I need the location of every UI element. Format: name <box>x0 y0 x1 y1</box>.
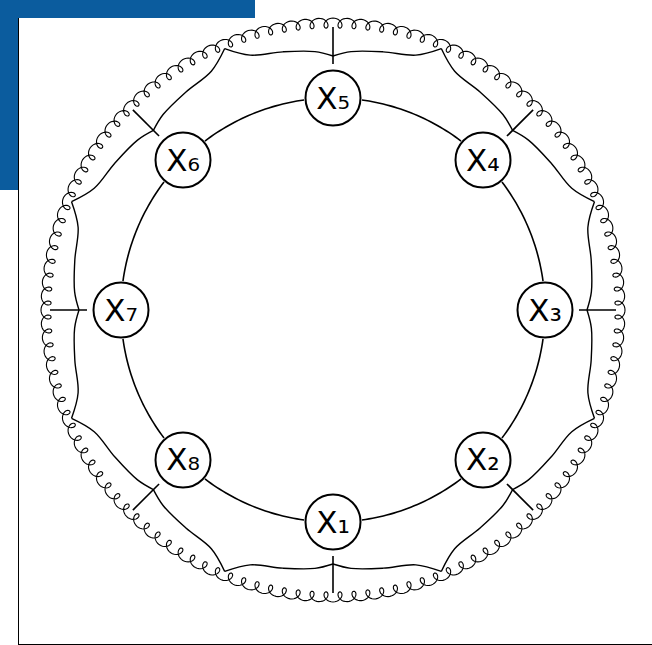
ring-arc <box>502 182 543 281</box>
circle-shape <box>156 133 211 188</box>
branch-line <box>441 490 512 572</box>
branch-line <box>333 564 441 571</box>
circle-shape <box>156 432 211 487</box>
circle-shape <box>455 432 510 487</box>
frame-line <box>18 644 652 645</box>
branch-line <box>587 202 594 310</box>
frame-line <box>18 18 19 645</box>
branch-line <box>72 418 154 489</box>
spoke-line <box>507 110 533 136</box>
branch-line <box>513 418 595 489</box>
variable-label: X₃ <box>528 295 562 326</box>
variable-label: X₁ <box>316 507 350 538</box>
branch-line <box>153 49 224 131</box>
variable-label: X₆ <box>166 145 200 176</box>
picture-ground <box>18 18 652 645</box>
ring-arc <box>502 339 543 438</box>
branch-line <box>72 130 154 201</box>
spoke-line <box>579 309 616 311</box>
variable-circle: X₅ <box>304 69 362 127</box>
variable-circle: X₃ <box>516 281 574 339</box>
coil-ring <box>41 18 625 602</box>
spoke-line <box>50 309 87 311</box>
branch-line <box>72 202 79 310</box>
branch-line <box>513 130 595 201</box>
variable-circle: X₂ <box>454 431 512 489</box>
branch-line <box>225 564 333 571</box>
circle-shape <box>306 71 361 126</box>
spoke-line <box>507 484 533 510</box>
variable-label: X₄ <box>466 145 500 176</box>
circle-shape <box>455 133 510 188</box>
circle-shape <box>306 495 361 550</box>
branch-line <box>587 310 594 418</box>
circle-shape <box>518 283 573 338</box>
branch-line <box>153 490 224 572</box>
branch-line <box>225 49 333 56</box>
branch-line <box>333 49 441 56</box>
spoke-line <box>332 556 334 593</box>
ring-arc <box>205 479 304 520</box>
variable-label: X₇ <box>104 295 138 326</box>
ring-arc <box>362 479 461 520</box>
spoke-line <box>133 484 159 510</box>
branch-line <box>72 310 79 418</box>
ring-arc <box>123 339 164 438</box>
circle-shape <box>94 283 149 338</box>
ring-arc <box>123 182 164 281</box>
ring-arc <box>362 100 461 141</box>
variable-circle: X₇ <box>92 281 150 339</box>
variable-label: X₂ <box>466 444 500 475</box>
branch-line <box>441 49 512 131</box>
variable-circle: X₄ <box>454 131 512 189</box>
spoke-line <box>332 27 334 64</box>
variable-label: X₈ <box>166 444 200 475</box>
ring-arc <box>205 100 304 141</box>
variable-circle: X₆ <box>154 131 212 189</box>
variable-label: X₅ <box>316 83 350 114</box>
spoke-line <box>133 110 159 136</box>
variable-circle: X₈ <box>154 431 212 489</box>
variable-circle: X₁ <box>304 493 362 551</box>
